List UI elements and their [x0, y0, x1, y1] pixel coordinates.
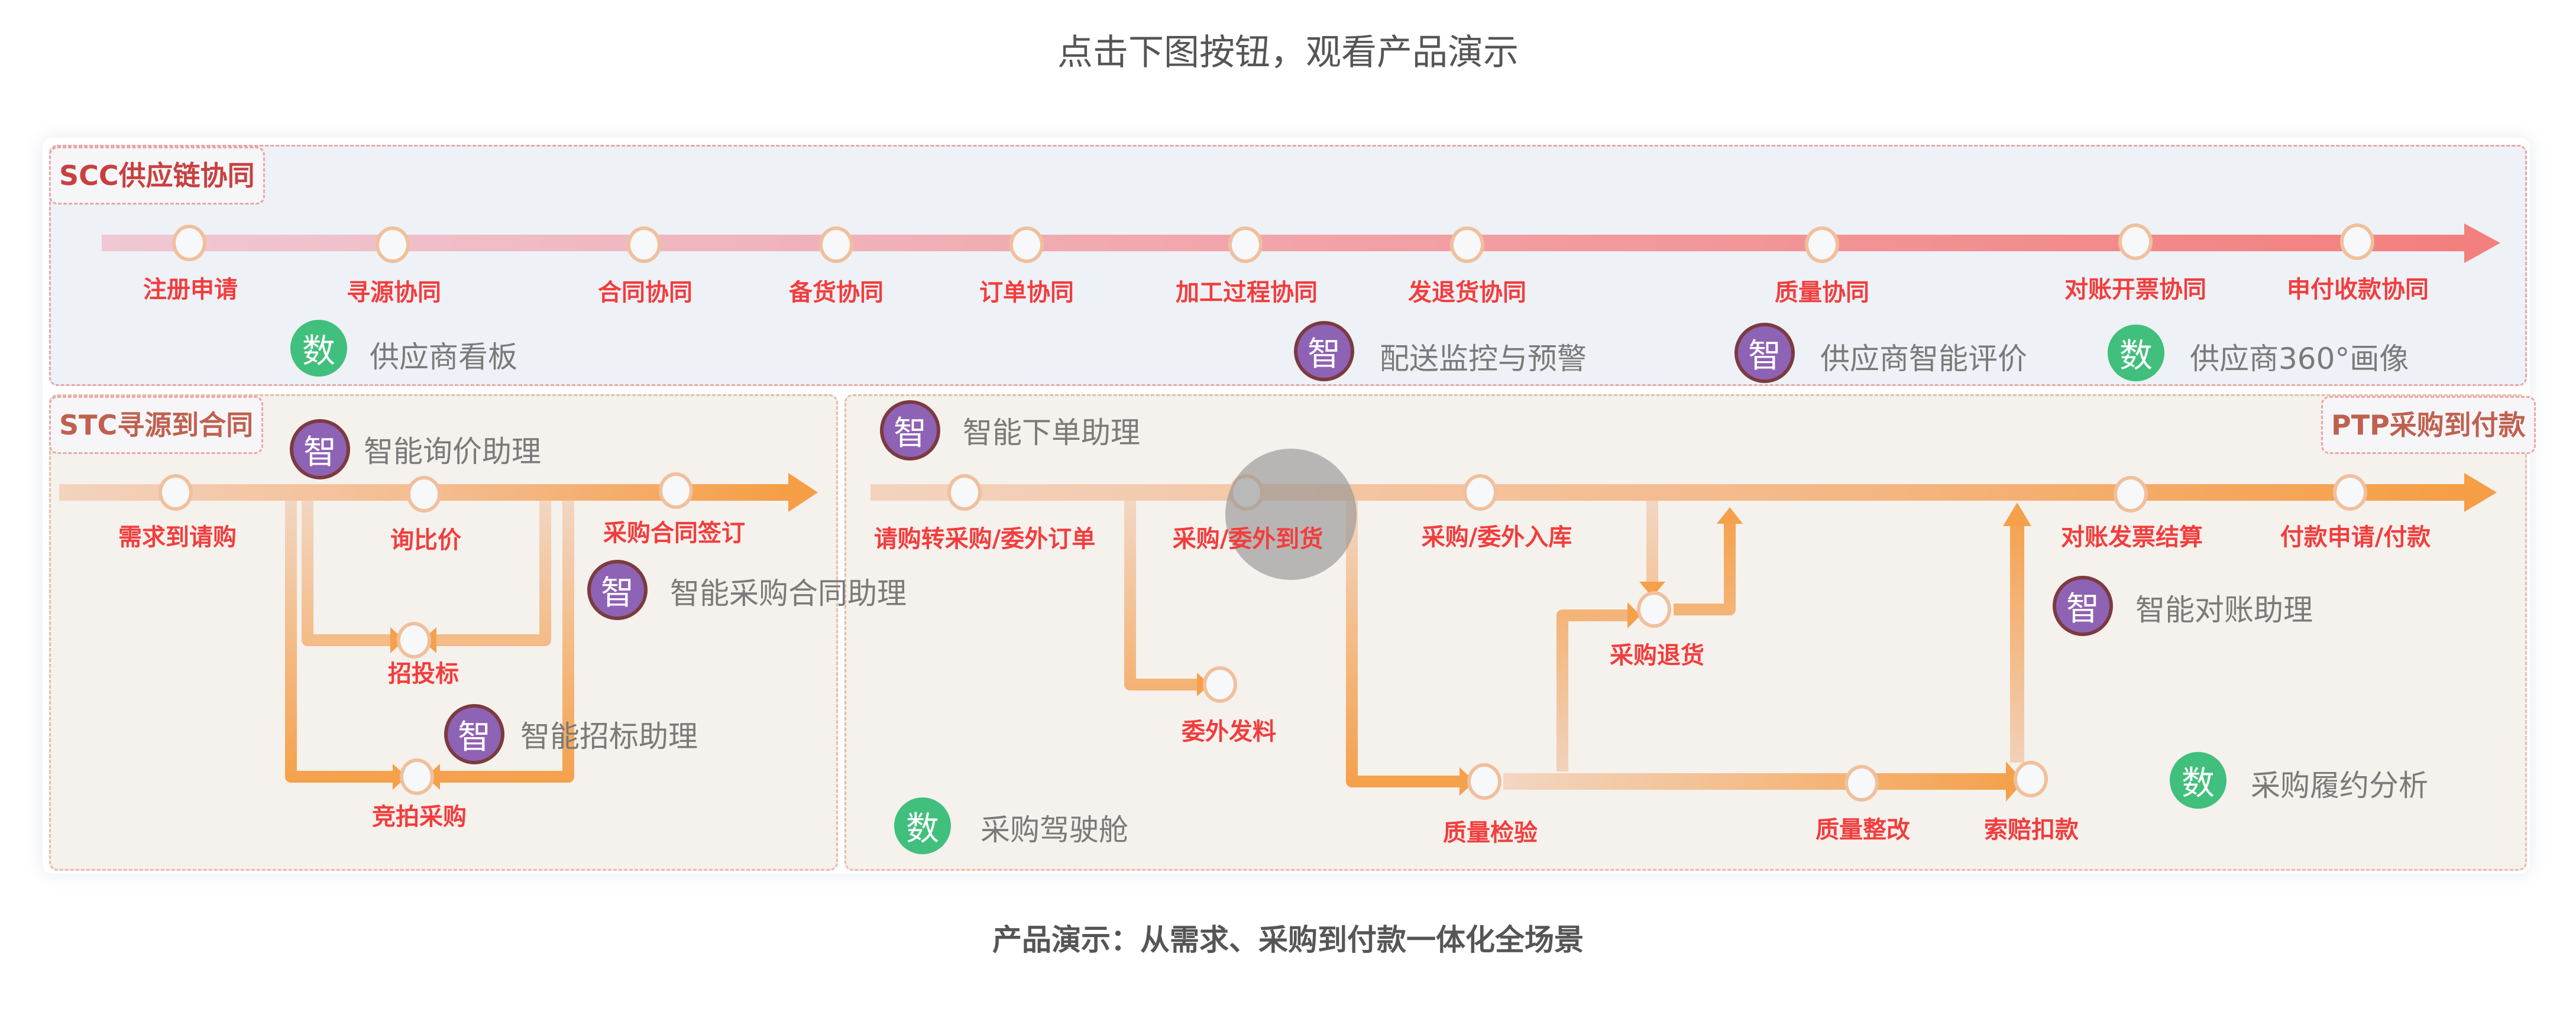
ptp-node-payment[interactable]: [2333, 474, 2367, 511]
scc-label[interactable]: 申付收款协同: [2287, 276, 2429, 303]
footer-caption: 产品演示：从需求、采购到付款一体化全场景: [992, 923, 1584, 957]
branch-to-auction-left: [285, 501, 395, 783]
stc-label[interactable]: 询比价: [390, 527, 461, 554]
shu-badge-icon: 数: [2170, 752, 2227, 809]
stc-label[interactable]: 需求到请购: [118, 524, 237, 551]
stc-node-requisition[interactable]: [158, 474, 193, 511]
scc-node-contract[interactable]: [627, 226, 661, 263]
stc-label[interactable]: 采购合同签订: [603, 520, 745, 547]
scc-node-delivery[interactable]: [1450, 226, 1484, 263]
scc-label[interactable]: 备货协同: [789, 279, 884, 306]
arrowhead: [1627, 602, 1640, 628]
ptp-label[interactable]: 付款申请/付款: [2280, 524, 2431, 551]
stc-tag[interactable]: STC寻源到合同: [49, 396, 264, 454]
ptp-label[interactable]: 采购退货: [1610, 642, 1704, 669]
feature-supplier-360[interactable]: 供应商360°画像: [2190, 342, 2409, 376]
ptp-node-claim[interactable]: [2014, 761, 2048, 797]
zhi-badge-icon: 智: [880, 400, 940, 461]
arrowhead: [1639, 582, 1665, 597]
scc-node-invoice[interactable]: [2118, 223, 2153, 260]
ptp-node-order[interactable]: [947, 474, 982, 511]
shu-badge-icon: 数: [894, 797, 951, 854]
branch-to-qc: [1346, 501, 1462, 787]
return-to-stock: [1674, 523, 1736, 615]
feature-smart-contract[interactable]: 智能采购合同助理: [670, 576, 907, 611]
scc-arrow-bar: [102, 235, 2464, 251]
ptp-node-stockin[interactable]: [1463, 474, 1497, 511]
ptp-label[interactable]: 质量检验: [1443, 819, 1538, 847]
stc-arrow-head: [788, 473, 818, 512]
ptp-arrow-head: [2464, 473, 2497, 512]
feature-smart-tender[interactable]: 智能招标助理: [520, 719, 698, 754]
stc-node-contract[interactable]: [659, 472, 693, 509]
feature-smart-rfq[interactable]: 智能询价助理: [364, 434, 541, 469]
stc-label[interactable]: 竞拍采购: [372, 803, 467, 831]
feature-supplier-evaluation[interactable]: 供应商智能评价: [1820, 342, 2027, 376]
branch-to-auction-right: [438, 501, 574, 783]
feature-smart-reconcile[interactable]: 智能对账助理: [2135, 593, 2313, 627]
stc-label[interactable]: 招投标: [388, 660, 459, 688]
branch-to-outsource: [1124, 501, 1199, 690]
ptp-node-settlement[interactable]: [2114, 476, 2148, 513]
branch-to-tender-left: [302, 501, 393, 646]
scc-label[interactable]: 注册申请: [143, 276, 238, 303]
scc-node-payment[interactable]: [2340, 223, 2374, 260]
stc-node-tender[interactable]: [397, 622, 431, 659]
feature-smart-order[interactable]: 智能下单助理: [963, 416, 1140, 450]
stc-node-rfq[interactable]: [407, 476, 441, 513]
scc-node-quality[interactable]: [1805, 226, 1839, 263]
stc-node-auction[interactable]: [400, 758, 434, 795]
ptp-label[interactable]: 委外发料: [1182, 718, 1276, 745]
page-title: 点击下图按钮，观看产品演示: [1057, 32, 1519, 73]
zhi-badge-icon: 智: [587, 560, 648, 620]
ptp-node-return[interactable]: [1637, 591, 1671, 628]
scc-label[interactable]: 对账开票协同: [2064, 276, 2206, 303]
cursor-highlight: [1225, 449, 1357, 580]
qc-to-return: [1556, 609, 1630, 771]
scc-label[interactable]: 订单协同: [979, 279, 1074, 306]
scc-label[interactable]: 寻源协同: [347, 279, 441, 306]
zhi-badge-icon: 智: [2053, 576, 2113, 636]
ptp-node-outsource-material[interactable]: [1203, 666, 1237, 703]
scc-node-process[interactable]: [1228, 226, 1263, 263]
scc-node-order[interactable]: [1009, 226, 1044, 263]
feature-supplier-dashboard[interactable]: 供应商看板: [370, 340, 517, 374]
zhi-badge-icon: 智: [1734, 323, 1795, 383]
shu-badge-icon: 数: [2108, 325, 2164, 381]
ptp-arrow-bar: [870, 484, 2464, 501]
ptp-label[interactable]: 采购/委外入库: [1421, 524, 1572, 551]
zhi-badge-icon: 智: [444, 704, 504, 764]
scc-label[interactable]: 发退货协同: [1408, 279, 1526, 306]
scc-node-stock[interactable]: [819, 226, 853, 263]
scc-tag[interactable]: SCC供应链协同: [49, 147, 265, 205]
ptp-label[interactable]: 请购转采购/委外订单: [873, 526, 1096, 553]
feature-delivery-monitor[interactable]: 配送监控与预警: [1380, 342, 1587, 376]
scc-label[interactable]: 加工过程协同: [1176, 279, 1318, 306]
feature-cockpit[interactable]: 采购驾驶舱: [980, 813, 1128, 847]
scc-arrow-head: [2464, 223, 2500, 263]
ptp-node-qc[interactable]: [1467, 763, 1501, 800]
arrowhead: [1717, 507, 1743, 524]
scc-label[interactable]: 质量协同: [1775, 279, 1869, 306]
stc-panel: [49, 394, 838, 871]
arrowhead: [2003, 502, 2031, 526]
zhi-badge-icon: 智: [1294, 321, 1354, 381]
shu-badge-icon: 数: [290, 320, 347, 377]
ptp-node-rectify[interactable]: [1844, 765, 1879, 802]
scc-label[interactable]: 合同协同: [598, 279, 692, 306]
ptp-label[interactable]: 对账发票结算: [2061, 524, 2203, 551]
ptp-tag[interactable]: PTP采购到付款: [2321, 396, 2536, 454]
scc-node-register[interactable]: [172, 225, 206, 261]
ptp-label[interactable]: 采购/委外到货: [1172, 526, 1323, 553]
scc-node-sourcing[interactable]: [376, 226, 410, 263]
feature-fulfillment-analysis[interactable]: 采购履约分析: [2251, 768, 2428, 803]
qc-to-claim-bar: [1503, 773, 2006, 790]
branch-to-tender-right: [434, 501, 551, 646]
ptp-label[interactable]: 质量整改: [1816, 816, 1910, 844]
zhi-badge-icon: 智: [290, 419, 350, 479]
ptp-label[interactable]: 索赔扣款: [1984, 816, 2079, 844]
claim-to-settlement-bar: [2010, 523, 2024, 763]
